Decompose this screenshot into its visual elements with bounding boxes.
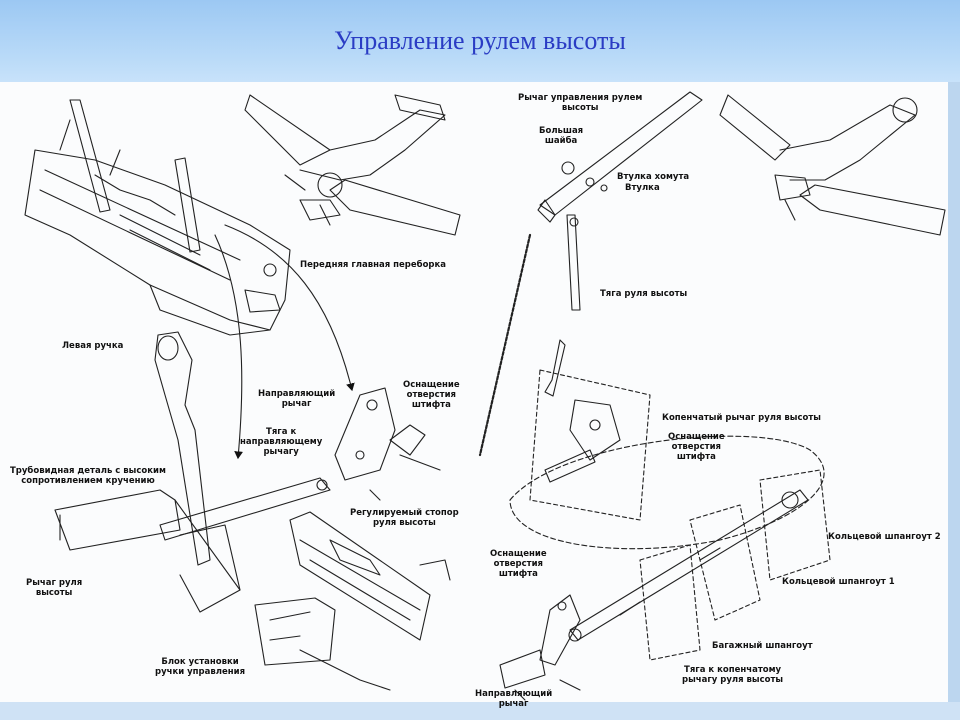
control-stick-assembly xyxy=(54,331,391,691)
label-rod-to-bellcrank: Тяга к копенчатому рычагу руля высоты xyxy=(682,665,784,685)
label-pin-hole-equipment-low: Оснащение отверстия штифта xyxy=(490,549,547,579)
label-rod-to-guide-lever: Тяга к направляющему рычагу xyxy=(240,427,323,457)
elevator-control-lever xyxy=(537,91,703,311)
label-baggage-frame: Багажный шпангоут xyxy=(712,641,813,651)
diagram-area xyxy=(0,82,960,720)
adjustable-elevator-stop xyxy=(289,511,451,641)
label-large-washer: Большая шайба xyxy=(539,126,584,146)
elevator-control-diagram xyxy=(24,91,946,701)
label-torque-tube: Трубовидная деталь с высоким сопротивлен… xyxy=(10,466,166,486)
aircraft-sketch-left xyxy=(244,94,461,236)
label-front-bulkhead: Передняя главная переборка xyxy=(300,260,446,270)
elevator-bellcrank-region xyxy=(509,339,825,550)
label-bushing: Втулка xyxy=(625,183,660,193)
title-bar xyxy=(0,0,960,82)
slide-right-border xyxy=(948,82,960,720)
label-ring-frame-1: Кольцевой шпангоут 1 xyxy=(782,577,895,587)
slide-bottom-border xyxy=(0,702,960,720)
slide-title: Управление рулем высоты xyxy=(334,26,626,55)
aircraft-sketch-right xyxy=(719,94,946,236)
label-elevator-rod: Тяга руля высоты xyxy=(600,289,688,299)
label-control-mount-block: Блок установки ручки управления xyxy=(155,657,246,677)
guide-lever-bottom xyxy=(499,594,581,701)
label-pin-hole-equipment-left: Оснащение отверстия штифта xyxy=(403,380,460,410)
label-guide-lever-left: Направляющий рычаг xyxy=(258,389,336,409)
label-elevator-control-lever: Рычаг управления рулем высоты xyxy=(518,93,643,113)
label-elevator-bellcrank: Копенчатый рычаг руля высоты xyxy=(662,413,821,423)
label-pin-hole-equipment-mid: Оснащение отверстия штифта xyxy=(668,432,725,462)
guide-lever-detail xyxy=(334,387,441,501)
label-ring-frame-2: Кольцевой шпангоут 2 xyxy=(828,532,941,542)
rear-elevator-rod xyxy=(568,469,831,661)
label-elevator-lever: Рычаг руля высоты xyxy=(26,578,83,598)
label-adjustable-stop: Регулируемый стопор руля высоты xyxy=(350,508,459,528)
label-left-handle: Левая ручка xyxy=(62,341,124,351)
label-clamp-bushing: Втулка хомута xyxy=(617,172,690,182)
cockpit-floor-structure xyxy=(24,99,291,336)
label-guide-lever-bottom: Направляющий рычаг xyxy=(475,689,553,709)
